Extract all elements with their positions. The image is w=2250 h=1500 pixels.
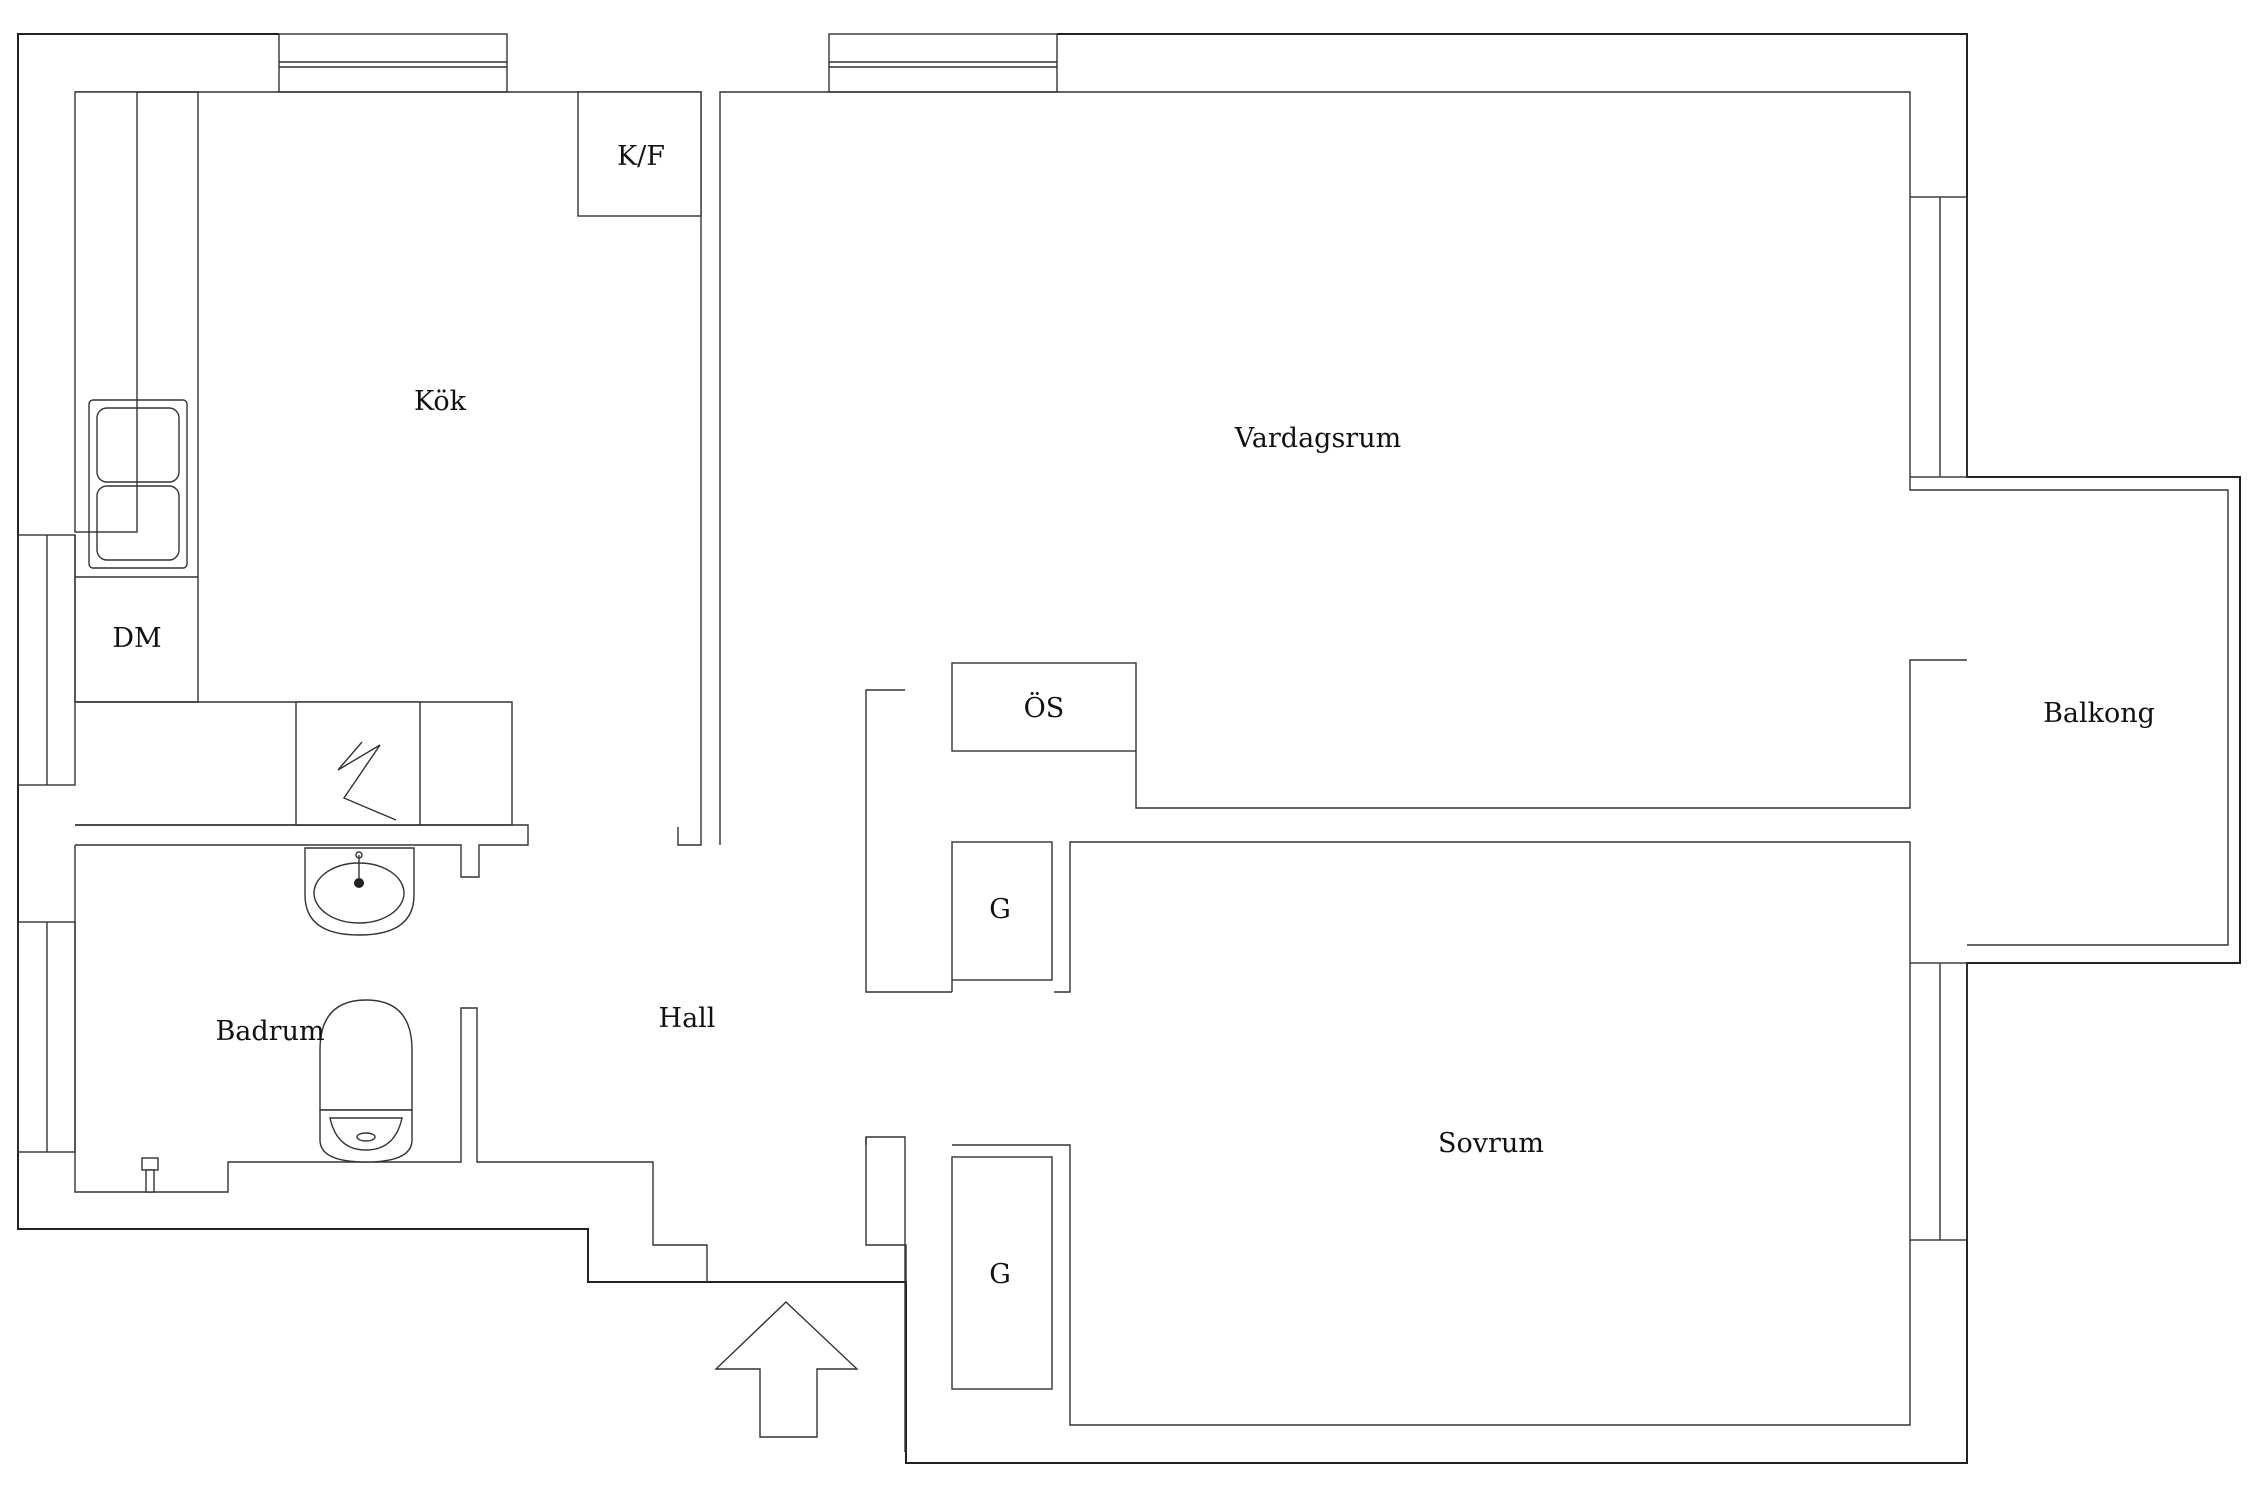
label-g-lower: G [989,1259,1011,1290]
kitchen-sink [88,399,188,569]
label-g-upper: G [989,894,1011,925]
label-os: ÖS [1024,690,1065,724]
label-kok: Kök [414,386,467,417]
label-balkong: Balkong [2043,698,2155,729]
label-kf: K/F [617,141,665,172]
storage-os [951,662,1137,752]
kitchen-counter [74,91,138,533]
window-living [828,33,1058,93]
floor-valve [141,1157,159,1171]
bathroom-fixtures [74,845,708,1282]
fridge-freezer [577,91,702,217]
kitchen-fixtures [74,91,702,878]
label-sovrum: Sovrum [1438,1128,1544,1159]
window-right-bedroom [1909,962,1968,1241]
label-hall: Hall [659,1003,716,1034]
left-windows [17,534,76,1153]
zigzag-icon [337,741,397,821]
stove [295,701,421,826]
top-windows [278,33,1058,93]
outer-wall-outline [17,33,2241,1464]
hall-walls [865,477,2229,1452]
label-dm: DM [112,623,161,654]
entrance-arrow-icon [714,1301,859,1438]
label-badrum: Badrum [215,1016,324,1047]
window-kitchen [278,33,508,93]
inner-wall-line-living [719,91,1911,845]
label-vardagsrum: Vardagsrum [1234,423,1401,454]
right-windows [1909,196,1968,1241]
window-right-living [1909,196,1968,478]
closet-g-upper [951,841,1053,981]
toilet [319,999,413,1111]
closet-g-lower [951,1156,1053,1390]
room-labels: Kök K/F Vardagsrum DM ÖS Balkong G G Bad… [112,141,2155,1290]
